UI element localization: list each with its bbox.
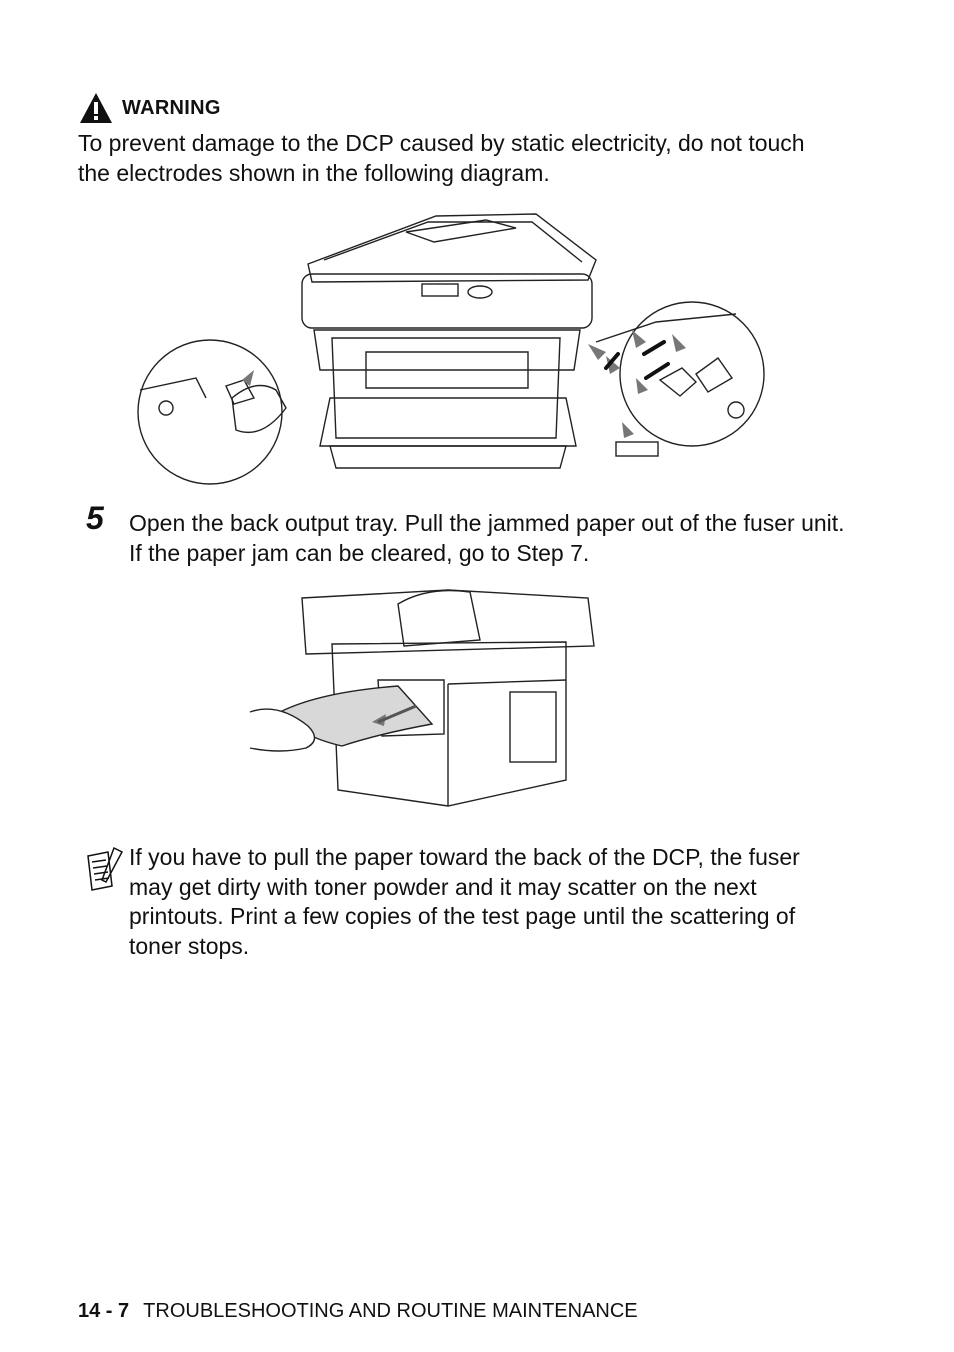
step-number: 5 (86, 500, 104, 536)
warning-header: WARNING (78, 88, 221, 128)
page-number: 14 - 7 (78, 1300, 130, 1322)
warning-text: To prevent damage to the DCP caused by s… (78, 130, 805, 186)
step-text: Open the back output tray. Pull the jamm… (129, 510, 845, 566)
back-output-tray-illustration (249, 589, 595, 807)
page-footer: 14 - 7 TROUBLESHOOTING AND ROUTINE MAINT… (78, 1300, 638, 1323)
warning-triangle-icon (80, 93, 112, 123)
dcp-electrodes-diagram (137, 213, 765, 485)
warning-title: WARNING (122, 96, 221, 119)
note-pad-icon (87, 846, 124, 891)
chapter-title: TROUBLESHOOTING AND ROUTINE MAINTENANCE (143, 1300, 638, 1322)
note-text: If you have to pull the paper toward the… (129, 844, 800, 959)
